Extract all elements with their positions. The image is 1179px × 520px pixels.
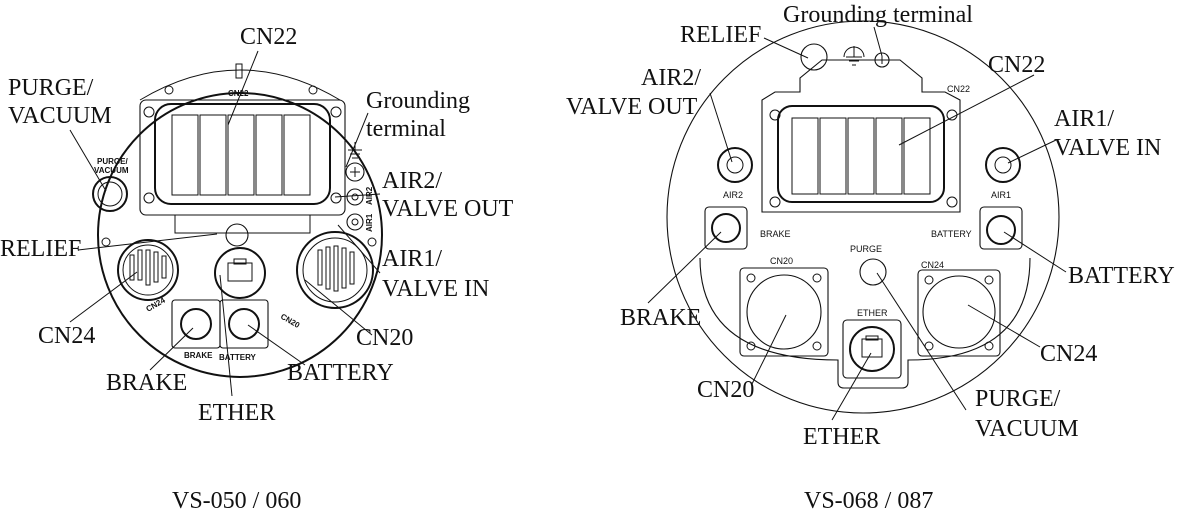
right-leader-lines [647, 26, 1067, 421]
left-purge-port [92, 176, 128, 212]
right-brake-panel-label: BRAKE [760, 229, 791, 239]
left-body-outline [96, 92, 384, 378]
left-screw [101, 237, 111, 247]
left-brake-panel-label: BRAKE [184, 351, 213, 360]
right-ether-plate [842, 319, 902, 379]
left-ground-label-1: Grounding [366, 88, 470, 114]
right-cn20-label: CN20 [697, 377, 754, 403]
left-cn20-panel-label: CN20 [279, 312, 302, 330]
left-cn24-connector [117, 239, 179, 301]
right-battery-panel-label: BATTERY [931, 229, 972, 239]
left-cn22-label: CN22 [240, 24, 297, 50]
left-purge-label-1: PURGE/ [8, 75, 94, 101]
left-model-title: VS-050 / 060 [172, 488, 301, 514]
left-robot-panel: CN22 PURGE/ VACUUM AIR2 AIR1 [0, 24, 514, 514]
left-cn22-panel-label: CN22 [228, 89, 249, 98]
left-screw [164, 85, 174, 95]
right-cn22-frame [761, 59, 961, 213]
right-cn24-connector [922, 275, 996, 349]
right-cn22-housing [777, 105, 945, 203]
left-purge-panel-label-2: VACUUM [94, 166, 129, 175]
right-purge-label-2: VACUUM [975, 416, 1079, 442]
left-relief-plate [174, 214, 311, 234]
right-battery-plate [979, 206, 1023, 250]
left-ground-screw [345, 162, 365, 182]
left-screw [367, 237, 377, 247]
right-cn20-plate [739, 267, 829, 357]
right-cn24-label: CN24 [1040, 341, 1097, 367]
left-air2-label-2: VALVE OUT [382, 196, 514, 222]
right-purge-label-1: PURGE/ [975, 386, 1061, 412]
right-cn22-label: CN22 [988, 52, 1045, 78]
right-cn24-panel-label: CN24 [921, 260, 944, 270]
right-brake-plate [704, 206, 748, 250]
left-purge-label-2: VACUUM [8, 103, 112, 129]
right-model-title: VS-068 / 087 [804, 488, 933, 514]
left-ether-port [214, 247, 266, 299]
right-body-outline [666, 20, 1060, 414]
right-air2-panel-label: AIR2 [723, 190, 743, 200]
right-ground-label: Grounding terminal [783, 2, 973, 28]
left-air2-label-1: AIR2/ [382, 168, 442, 194]
left-battery-panel-label: BATTERY [219, 353, 257, 362]
right-ground-symbol [843, 46, 865, 66]
right-brake-label: BRAKE [620, 305, 701, 331]
right-cn20-panel-label: CN20 [770, 256, 793, 266]
left-top-tab [235, 63, 243, 79]
left-cn22-frame [139, 99, 346, 216]
left-cn22-housing [154, 103, 331, 205]
left-air2-port [346, 188, 364, 206]
left-air1-panel-label: AIR1 [365, 213, 374, 232]
right-purge-panel-label: PURGE [850, 244, 882, 254]
left-ground-label-2: terminal [366, 116, 446, 142]
right-cn22-panel-label: CN22 [947, 84, 970, 94]
right-air1-port [985, 147, 1021, 183]
left-cn20-pins [317, 245, 355, 292]
right-relief-port [800, 43, 828, 71]
right-ether-port [849, 326, 895, 372]
left-battery-label: BATTERY [287, 360, 394, 386]
right-cn24-plate [917, 269, 1001, 357]
right-purge-port [859, 258, 887, 286]
left-air1-port [346, 213, 364, 231]
left-battery-connector [228, 308, 260, 340]
left-cn22-slots [171, 114, 311, 196]
left-cn20-label: CN20 [356, 325, 413, 351]
right-air2-port [717, 147, 753, 183]
left-leader-lines [69, 50, 381, 397]
left-battery-plate [219, 299, 269, 349]
right-cn20-connector [746, 274, 822, 350]
left-relief-label: RELIEF [0, 236, 81, 262]
right-cn22-slots [791, 117, 931, 195]
left-cn24-label: CN24 [38, 323, 95, 349]
left-cn24-pins [129, 249, 167, 286]
left-cn20-connector [296, 231, 374, 309]
right-brake-connector [711, 213, 741, 243]
left-brake-connector [180, 308, 212, 340]
left-air1-label-1: AIR1/ [382, 246, 442, 272]
right-air1-label-1: AIR1/ [1054, 106, 1114, 132]
right-air2-label-2: VALVE OUT [566, 94, 698, 120]
right-air1-label-2: VALVE IN [1054, 135, 1161, 161]
left-air2-panel-label: AIR2 [365, 186, 374, 205]
right-robot-panel: CN22 AIR2 AIR1 BRAKE BATTERY PURGE CN20 [566, 2, 1175, 514]
right-battery-label: BATTERY [1068, 263, 1175, 289]
left-purge-panel-label-1: PURGE/ [97, 157, 128, 166]
left-air1-label-2: VALVE IN [382, 276, 489, 302]
right-lower-outline [699, 257, 1031, 389]
left-ether-label: ETHER [198, 400, 275, 426]
left-screw [308, 85, 318, 95]
right-ether-panel-label: ETHER [857, 308, 888, 318]
right-air2-label-1: AIR2/ [641, 65, 701, 91]
left-brake-label: BRAKE [106, 370, 187, 396]
right-ether-label: ETHER [803, 424, 880, 450]
left-ground-symbol [348, 142, 362, 159]
right-battery-connector [986, 215, 1016, 245]
left-relief-port [225, 223, 249, 247]
right-relief-label: RELIEF [680, 22, 761, 48]
right-air1-panel-label: AIR1 [991, 190, 1011, 200]
